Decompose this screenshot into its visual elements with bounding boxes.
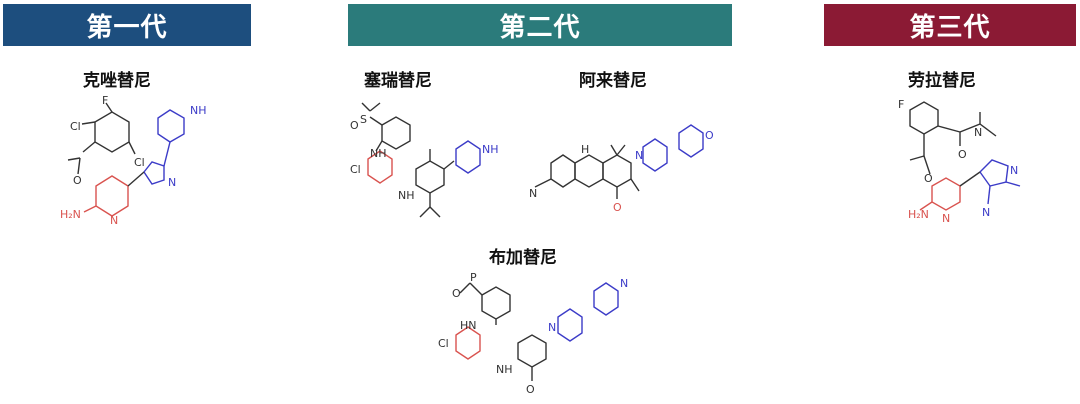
third-generation-banner: 第三代 — [824, 4, 1076, 46]
lorlatinib-name: 劳拉替尼 — [908, 71, 976, 91]
fluorine-label: F — [102, 94, 108, 107]
brigatinib-name: 布加替尼 — [489, 248, 557, 268]
piperidine-n-label: N — [635, 149, 643, 162]
phosphorus-label: P — [470, 271, 477, 284]
alectinib-name: 阿来替尼 — [579, 71, 647, 91]
second-generation-banner: 第二代 — [348, 4, 732, 46]
crizotinib-structure: F Cl Cl O H₂N N N NH — [60, 94, 207, 227]
pyrazole-n-label: N — [1010, 164, 1018, 177]
crizotinib-name: 克唑替尼 — [83, 71, 151, 91]
chlorine-label: Cl — [438, 337, 449, 350]
nh-label: NH — [370, 147, 387, 160]
ceritinib-structure: S O NH Cl NH NH — [350, 102, 499, 218]
nitrile-n-label: N — [982, 206, 990, 219]
nh-label: NH — [496, 363, 513, 376]
pyrazole-n-label: N — [168, 176, 176, 189]
sulfur-label: S — [360, 113, 367, 126]
piperidine-n-label: N — [548, 321, 556, 334]
morpholine-o-label: O — [705, 129, 714, 142]
fluorine-label: F — [898, 98, 904, 111]
pyridine-n-label: N — [110, 214, 118, 227]
piperazine-n-label: N — [620, 277, 628, 290]
amide-n-label: N — [974, 126, 982, 139]
nh-label-2: NH — [398, 189, 415, 202]
chlorine-label: Cl — [350, 163, 361, 176]
amine-label: H₂N — [908, 208, 929, 221]
lorlatinib-structure: F O N O H₂N N N N — [898, 98, 1021, 225]
ether-o-label: O — [924, 172, 933, 185]
oxygen-label: O — [73, 174, 82, 187]
alectinib-structure: N H O N O — [529, 124, 714, 214]
amine-label: H₂N — [60, 208, 81, 221]
ketone-o-label: O — [613, 201, 622, 214]
ceritinib-name: 塞瑞替尼 — [364, 71, 432, 91]
indole-h-label: H — [581, 143, 589, 156]
brigatinib-structure: P O HN Cl NH O N N — [438, 271, 628, 396]
sulfonyl-o-label: O — [350, 119, 359, 132]
methoxy-o-label: O — [526, 383, 535, 396]
piperidine-nh-label: NH — [482, 143, 499, 156]
chlorine-label: Cl — [70, 120, 81, 133]
piperidine-nh-label: NH — [190, 104, 207, 117]
hn-label: HN — [460, 319, 477, 332]
amide-o-label: O — [958, 148, 967, 161]
pyridine-n-label: N — [942, 212, 950, 225]
chlorine-label-2: Cl — [134, 156, 145, 169]
phosphine-o-label: O — [452, 287, 461, 300]
nitrile-n-label: N — [529, 187, 537, 200]
first-generation-banner: 第一代 — [3, 4, 251, 46]
